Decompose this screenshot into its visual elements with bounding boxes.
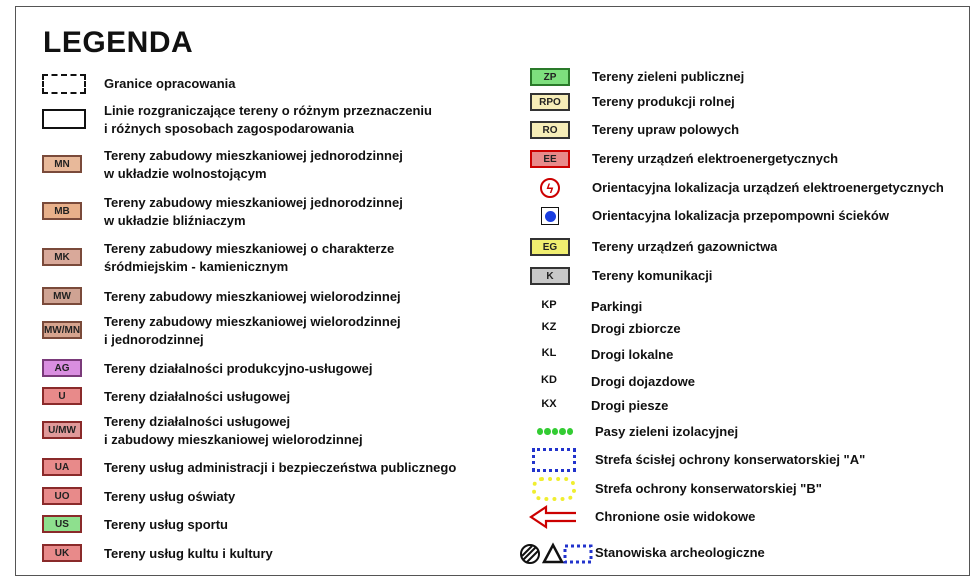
legend-label: Linie rozgraniczające tereny o różnym pr… bbox=[104, 103, 432, 118]
zone-code: EG bbox=[542, 241, 558, 253]
road-code: KZ bbox=[541, 321, 557, 333]
legend-label: Granice opracowania bbox=[104, 76, 236, 91]
zone-symbol-mk: MK bbox=[42, 248, 82, 266]
legend-label-line2: w układzie bliźniaczym bbox=[104, 213, 246, 228]
pump-station-icon bbox=[541, 207, 559, 225]
legend-label: Tereny zabudowy mieszkaniowej jednorodzi… bbox=[104, 195, 403, 210]
legend-label: Orientacyjna lokalizacja przepompowni śc… bbox=[592, 208, 889, 223]
legend-label-line2: i różnych sposobach zagospodarowania bbox=[104, 121, 354, 136]
boundary-dashed-symbol bbox=[42, 74, 86, 94]
legend-label: Tereny działalności usługowej bbox=[104, 389, 291, 404]
zone-code: U bbox=[58, 390, 66, 402]
road-code: KD bbox=[541, 374, 557, 386]
legend-label: Drogi lokalne bbox=[591, 347, 674, 362]
legend-label: Tereny usług administracji i bezpieczeńs… bbox=[104, 460, 457, 475]
zone-code: US bbox=[55, 518, 69, 530]
zone-symbol-mn: MN bbox=[42, 155, 82, 173]
zone-code: MK bbox=[54, 251, 70, 263]
legend-label-line2: i jednorodzinnej bbox=[104, 332, 204, 347]
legend-label: Stanowiska archeologiczne bbox=[595, 545, 765, 560]
zone-symbol-mw-mn: MW/MN bbox=[42, 321, 82, 339]
legend-label: Tereny upraw polowych bbox=[592, 122, 740, 137]
road-code: KP bbox=[541, 299, 557, 311]
legend-label: Tereny zabudowy mieszkaniowej wielorodzi… bbox=[104, 314, 401, 329]
zone-symbol-ro: RO bbox=[530, 121, 570, 139]
zone-code: AG bbox=[54, 362, 70, 374]
zone-symbol-zp: ZP bbox=[530, 68, 570, 86]
zone-code: UA bbox=[54, 461, 70, 473]
legend-label-line2: śródmiejskim - kamienicznym bbox=[104, 259, 289, 274]
zone-code: RO bbox=[542, 124, 558, 136]
zone-code: UK bbox=[54, 547, 70, 559]
legend-label-line2: i zabudowy mieszkaniowej wielorodzinnej bbox=[104, 432, 363, 447]
zone-symbol-uo: UO bbox=[42, 487, 82, 505]
legend-title: LEGENDA bbox=[43, 26, 194, 59]
boundary-line-symbol bbox=[42, 109, 86, 129]
zone-code: MW/MN bbox=[43, 324, 81, 336]
view-axis-arrow-icon bbox=[529, 504, 576, 530]
legend-label: Strefa ochrony konserwatorskiej "B" bbox=[595, 481, 822, 496]
zone-code: MW bbox=[53, 290, 71, 302]
zone-symbol-k: K bbox=[530, 267, 570, 285]
legend-label: Tereny zabudowy mieszkaniowej o charakte… bbox=[104, 241, 395, 256]
legend-label: Tereny zabudowy mieszkaniowej wielorodzi… bbox=[104, 289, 401, 304]
zone-symbol-eg: EG bbox=[530, 238, 570, 256]
road-code: KL bbox=[541, 347, 557, 359]
zone-symbol-mw: MW bbox=[42, 287, 82, 305]
zone-symbol-mb: MB bbox=[42, 202, 82, 220]
zone-symbol-u-mw: U/MW bbox=[42, 421, 82, 439]
zone-symbol-ua: UA bbox=[42, 458, 82, 476]
zone-symbol-ag: AG bbox=[42, 359, 82, 377]
legend-label-line2: w układzie wolnostojącym bbox=[104, 166, 267, 181]
zone-symbol-ee: EE bbox=[530, 150, 570, 168]
legend-label: Drogi zbiorcze bbox=[591, 321, 681, 336]
legend-label: Tereny produkcji rolnej bbox=[592, 94, 735, 109]
zone-code: MB bbox=[54, 205, 70, 217]
legend-label: Parkingi bbox=[591, 299, 643, 314]
zone-code: EE bbox=[543, 153, 557, 165]
zone-code: ZP bbox=[543, 71, 557, 83]
legend-label: Tereny działalności produkcyjno-usługowe… bbox=[104, 361, 373, 376]
zone-code: RPO bbox=[539, 96, 561, 108]
zone-b-boundary-icon bbox=[532, 477, 576, 501]
legend-label: Tereny usług oświaty bbox=[104, 489, 236, 504]
legend-label: Drogi piesze bbox=[591, 398, 669, 413]
legend-label: Drogi dojazdowe bbox=[591, 374, 695, 389]
legend-label: Tereny komunikacji bbox=[592, 268, 713, 283]
legend-label: Strefa ścisłej ochrony konserwatorskiej … bbox=[595, 452, 866, 467]
legend-label: Tereny działalności usługowej bbox=[104, 414, 291, 429]
legend-label: Tereny urządzeń gazownictwa bbox=[592, 239, 778, 254]
zone-symbol-us: US bbox=[42, 515, 82, 533]
legend-label: Tereny zieleni publicznej bbox=[592, 69, 745, 84]
green-belt-dots-icon bbox=[537, 428, 574, 436]
legend-label: Orientacyjna lokalizacja urządzeń elektr… bbox=[592, 180, 944, 195]
zone-symbol-uk: UK bbox=[42, 544, 82, 562]
legend-label: Tereny zabudowy mieszkaniowej jednorodzi… bbox=[104, 148, 403, 163]
zone-code: U/MW bbox=[48, 424, 76, 436]
zone-symbol-rpo: RPO bbox=[530, 93, 570, 111]
zone-code: MN bbox=[54, 158, 70, 170]
legend-frame bbox=[15, 6, 970, 576]
zone-code: K bbox=[546, 270, 554, 282]
zone-a-boundary-icon bbox=[532, 448, 576, 472]
zone-code: UO bbox=[54, 490, 70, 502]
zone-symbol-u: U bbox=[42, 387, 82, 405]
archaeological-site-icon bbox=[520, 542, 593, 564]
legend-label: Tereny urządzeń elektroenergetycznych bbox=[592, 151, 839, 166]
legend-label: Chronione osie widokowe bbox=[595, 509, 756, 524]
legend-label: Pasy zieleni izolacyjnej bbox=[595, 424, 739, 439]
road-code: KX bbox=[541, 398, 557, 410]
legend-label: Tereny usług kultu i kultury bbox=[104, 546, 273, 561]
power-symbol-icon: ϟ bbox=[540, 178, 560, 198]
legend-label: Tereny usług sportu bbox=[104, 517, 228, 532]
